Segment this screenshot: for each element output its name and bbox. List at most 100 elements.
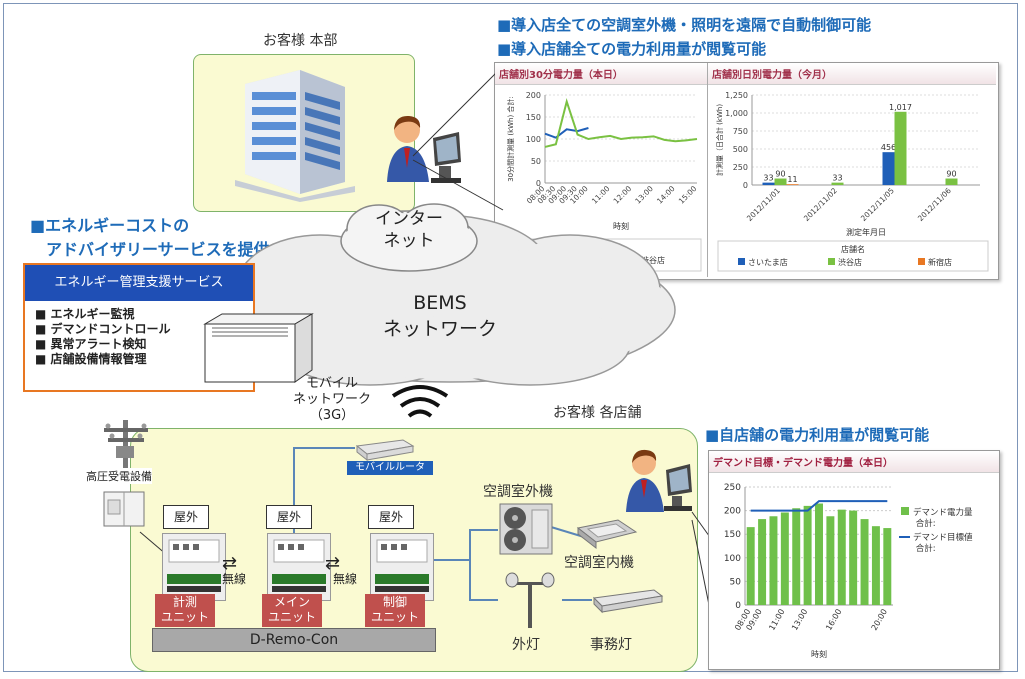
outdoor-light-icon — [505, 572, 555, 628]
legend-swatch — [918, 258, 925, 265]
y-axis-label: 計測量（日合計 (kWh) — [715, 104, 724, 176]
bems-label-1: BEMS — [413, 292, 467, 314]
service-title: エネルギー管理支援サービス — [25, 265, 253, 301]
legend-label: 新宿店 — [928, 257, 952, 267]
x-axis-label: 時刻 — [613, 221, 629, 231]
hv-equipment-label: 高圧受電設備 — [86, 468, 152, 484]
ac-indoor-unit-icon — [576, 519, 638, 550]
utility-pole-icon — [104, 420, 148, 470]
y-tick-label: 250 — [733, 163, 748, 172]
bar — [815, 503, 823, 605]
heading-store-usage: ■自店舗の電力利用量が閲覧可能 — [705, 426, 930, 444]
callout-lines — [412, 65, 504, 211]
demand-chart-title: デマンド目標・デマンド電力量（本日） — [709, 451, 999, 473]
chart-daily-title: 店舗別日別電力量（今月） — [708, 63, 996, 85]
legend-label: 渋谷店 — [838, 257, 862, 267]
bar — [774, 178, 787, 185]
legend-label: さいたま店 — [748, 257, 788, 267]
service-item: ■ エネルギー監視 — [35, 307, 135, 321]
switchgear-icon — [103, 491, 145, 527]
wireless-arrow-icon: ⇄ — [325, 553, 341, 574]
bar — [882, 152, 895, 185]
bar — [831, 182, 844, 185]
bar — [769, 516, 778, 605]
measure-unit-device — [162, 533, 226, 601]
data-label: 33 — [832, 174, 842, 183]
bar — [758, 519, 767, 605]
bar — [792, 508, 801, 605]
mobile-network-label: モバイル ネットワーク （3G） — [282, 376, 382, 424]
service-item: ■ 店舗設備情報管理 — [35, 352, 147, 366]
data-label: 33 — [763, 174, 773, 183]
chart-30min-title: 店舗別30分電力量（本日） — [495, 63, 707, 85]
x-tick-label: 11:00 — [767, 608, 786, 632]
bems-label-2: ネットワーク — [382, 318, 497, 340]
legend-label: 渋谷店 — [641, 255, 665, 265]
wireless-label-1: 無線 — [222, 572, 247, 586]
bar — [762, 182, 775, 185]
outdoor-light-label: 外灯 — [512, 637, 540, 653]
dremocon-bar: D-Remo-Con — [152, 628, 436, 652]
y-tick-label: 1,000 — [725, 109, 748, 118]
series-line — [544, 127, 589, 139]
building-icon — [235, 70, 355, 202]
measure-unit-label: 計測 ユニット — [155, 594, 215, 627]
data-label: 90 — [946, 170, 956, 179]
outdoor-label-main: 屋外 — [266, 505, 312, 529]
ac-indoor-label: 空調室内機 — [564, 555, 634, 571]
legend-label: デマンド電力量 合計: — [913, 507, 973, 529]
bems-network-cloud — [224, 214, 676, 386]
y-tick-label: 200 — [724, 507, 741, 517]
mobile-label-2: ネットワーク — [292, 392, 371, 407]
bar — [894, 111, 907, 185]
operator-person-icon — [387, 115, 461, 183]
y-axis-label: 30分間計測量 (kWh) 合計: — [506, 96, 515, 182]
outdoor-label-measure: 屋外 — [163, 505, 209, 529]
legend-label: デマンド目標値 合計: — [913, 532, 973, 554]
data-label: 90 — [775, 170, 785, 179]
y-tick-label: 0 — [735, 601, 741, 611]
legend-box — [717, 240, 989, 272]
measure-unit-label-2: ユニット — [160, 610, 209, 624]
bar — [826, 516, 835, 605]
internet-label-2: ネット — [383, 231, 435, 251]
control-unit-label-1: 制御 — [382, 595, 407, 609]
control-unit-device — [370, 533, 434, 601]
y-tick-label: 100 — [724, 554, 741, 564]
bar — [860, 519, 869, 605]
y-tick-label: 0 — [743, 181, 748, 190]
y-tick-label: 250 — [724, 483, 741, 493]
office-light-label: 事務灯 — [590, 637, 632, 653]
legend-title: 店舗名 — [841, 244, 865, 254]
bar — [883, 528, 892, 605]
main-unit-label-2: ユニット — [267, 610, 316, 624]
heading-advisory-1: ■エネルギーコストの — [30, 216, 190, 235]
internet-cloud — [340, 203, 478, 272]
ac-outdoor-unit-icon — [499, 503, 553, 555]
data-label: 1,017 — [889, 103, 912, 112]
service-list: ■ エネルギー監視 ■ デマンドコントロール ■ 異常アラート検知 ■ 店舗設備… — [35, 307, 253, 367]
x-tick-label: 16:00 — [824, 608, 843, 632]
x-tick-label: 13:00 — [790, 608, 809, 632]
measure-unit-label-1: 計測 — [172, 595, 197, 609]
x-axis-label: 測定年月日 — [846, 227, 886, 237]
y-tick-label: 100 — [526, 135, 541, 144]
internet-label: インター ネット — [354, 208, 464, 252]
stores-label: お客様 各店舗 — [553, 405, 642, 421]
y-tick-label: 1,250 — [725, 91, 748, 100]
outdoor-label-control: 屋外 — [368, 505, 414, 529]
hq-label: お客様 本部 — [263, 33, 338, 49]
legend-swatch — [738, 258, 745, 265]
y-tick-label: 0 — [536, 179, 541, 188]
bar — [786, 184, 799, 185]
heading-remote-control: ■導入店全ての空調室外機・照明を遠隔で自動制御可能 — [497, 16, 872, 34]
heading-usage-view: ■導入店舗全ての電力利用量が閲覧可能 — [497, 40, 767, 58]
data-label: 456 — [881, 143, 896, 152]
heading-advisory-2: アドバイザリーサービスを提供 — [46, 240, 270, 259]
legend-swatch — [828, 258, 835, 265]
wireless-signal-icon — [391, 385, 449, 418]
